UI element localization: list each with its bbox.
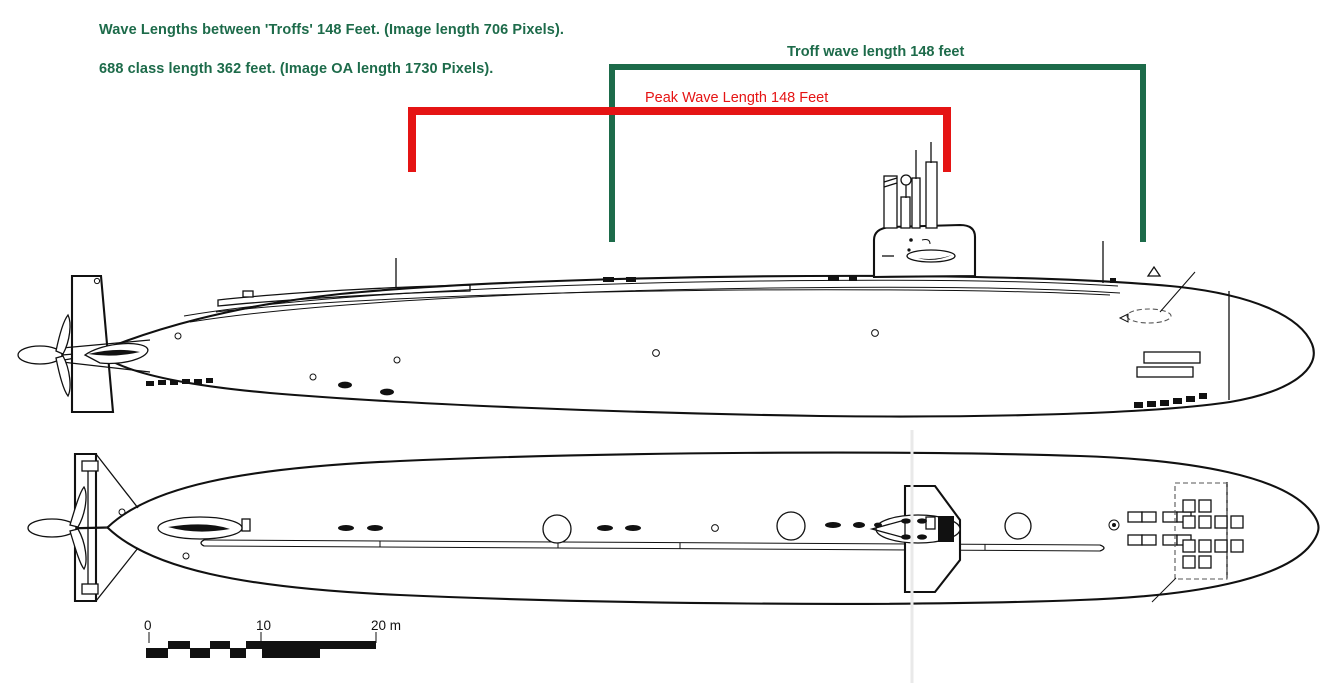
plan-deck-dash-7 xyxy=(367,525,383,531)
sail-window-oval xyxy=(906,249,956,263)
troff-measurement-bracket xyxy=(609,64,1146,242)
profile-rudder-dot xyxy=(93,277,101,285)
plan-deck-dash-6 xyxy=(338,525,354,531)
peak-bracket-label: Peak Wave Length 148 Feet xyxy=(645,90,829,106)
profile-prop-blade-lower xyxy=(55,355,71,398)
plan-rail-cap-stern xyxy=(200,539,205,547)
mast-radar xyxy=(900,196,911,229)
plan-deck-dash-5 xyxy=(874,522,882,528)
profile-rudder xyxy=(70,274,115,414)
plan-hatch-3 xyxy=(1004,512,1032,540)
plan-prop-blade-lower xyxy=(69,528,87,571)
plan-deck-box xyxy=(241,518,251,532)
sail-dot-2 xyxy=(907,248,911,252)
profile-bow-floodports xyxy=(1134,393,1207,408)
scale-bar-graphic xyxy=(146,632,377,658)
profile-deck-fitting-2 xyxy=(626,277,636,282)
plan-hatch-1 xyxy=(542,514,572,544)
plan-rail-cap-bow xyxy=(1099,544,1105,552)
profile-hull-port-2 xyxy=(393,356,401,364)
mast-radar-ball xyxy=(900,174,912,186)
plan-deck-dash-3 xyxy=(825,522,841,528)
mast-periscope-2 xyxy=(925,161,938,229)
troff-bracket-label: Troff wave length 148 feet xyxy=(787,44,965,60)
profile-hull-port-5 xyxy=(309,373,317,381)
profile-bow-cleat xyxy=(1146,265,1162,277)
mast-periscope-1 xyxy=(911,177,921,229)
profile-view xyxy=(61,142,1315,418)
plan-prop-hub xyxy=(27,518,77,538)
plan-deck-dash-1 xyxy=(597,525,613,531)
profile-hull-marking-2 xyxy=(1136,366,1194,378)
profile-hull-port-4 xyxy=(871,329,879,337)
profile-stern-pod-fill xyxy=(88,349,140,356)
profile-hull-port-3 xyxy=(652,349,660,357)
profile-deck-fitting-3 xyxy=(828,276,839,281)
profile-deck-fitting-1 xyxy=(603,277,614,282)
note-wave-lengths-troffs: Wave Lengths between 'Troffs' 148 Feet. … xyxy=(99,22,565,38)
plan-prop-blade-upper xyxy=(69,485,87,528)
profile-stern-floodports xyxy=(146,378,213,386)
profile-prop-blade-upper xyxy=(55,313,71,355)
plan-vls-tubes xyxy=(1182,499,1244,569)
profile-deck-line-lower xyxy=(189,286,1121,323)
sail-window-fill xyxy=(918,255,952,260)
plan-view xyxy=(27,451,1320,605)
scale-tick-20: 20 m xyxy=(371,618,402,633)
plan-hatch-2 xyxy=(776,511,806,541)
profile-deck-fitting-4 xyxy=(849,276,857,281)
profile-sail xyxy=(872,142,977,279)
sail-dot-1 xyxy=(909,238,913,242)
sail-mark-hook xyxy=(921,239,931,245)
plan-stern-pod-fill xyxy=(168,524,230,532)
plan-small-ring xyxy=(1108,519,1120,531)
profile-casing-outline xyxy=(217,284,471,307)
profile-vent-1 xyxy=(338,381,352,389)
plan-vls-leader xyxy=(1151,577,1177,603)
profile-vent-2 xyxy=(380,388,394,396)
profile-deck-line-upper xyxy=(183,279,1119,317)
plan-hull-outline xyxy=(106,451,1320,605)
profile-sonar-callout xyxy=(1118,271,1196,324)
profile-stern-assembly xyxy=(17,274,151,414)
scale-tick-10: 10 xyxy=(256,618,272,633)
plan-deck-dash-2 xyxy=(625,525,641,531)
plan-vls-boundary xyxy=(1174,482,1228,580)
peak-measurement-bracket xyxy=(408,107,951,172)
note-class-length: 688 class length 362 feet. (Image OA len… xyxy=(99,61,494,77)
profile-deck-fitting-5 xyxy=(242,290,254,298)
profile-hull-marking-1 xyxy=(1143,351,1201,364)
plan-deck-port-2 xyxy=(118,508,126,516)
plan-deck-port-1 xyxy=(711,524,719,532)
profile-casing-strake xyxy=(215,289,1111,313)
mast-snorkel-head xyxy=(883,177,898,188)
profile-hull-port-1 xyxy=(174,332,182,340)
profile-prop-hub xyxy=(17,345,63,365)
profile-bow-mast-base xyxy=(1110,278,1116,283)
profile-hull-outline xyxy=(96,274,1315,418)
plan-deck-dash-4 xyxy=(853,522,865,528)
plan-sail-footprint xyxy=(869,484,962,594)
plan-deck-port-3 xyxy=(182,552,190,560)
mast-snorkel xyxy=(883,175,898,229)
scale-tick-0: 0 xyxy=(144,618,152,633)
profile-sternplane xyxy=(61,339,151,373)
